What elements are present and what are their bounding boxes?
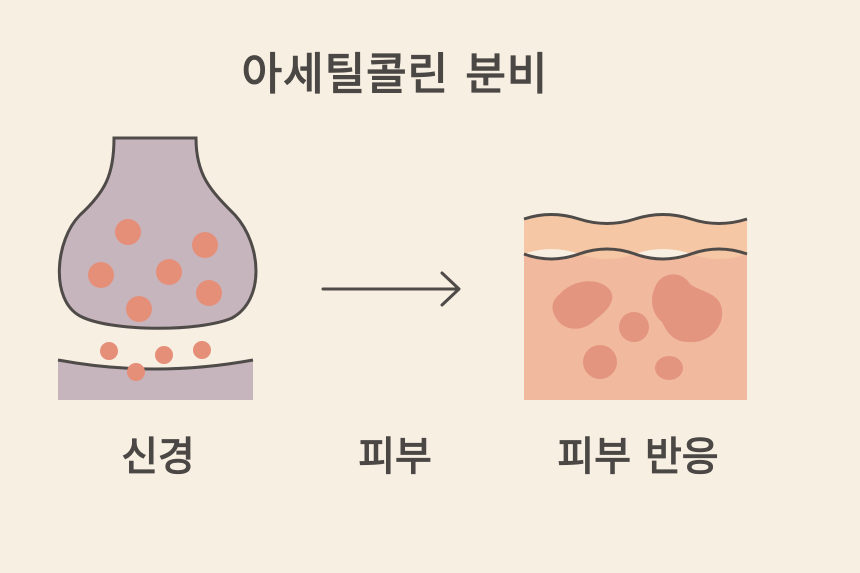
skin-block bbox=[523, 213, 748, 400]
membrane-outline bbox=[57, 358, 254, 371]
molecule bbox=[193, 341, 211, 359]
molecule bbox=[100, 342, 118, 360]
arrow-right-icon bbox=[321, 271, 461, 307]
vesicle bbox=[126, 296, 152, 322]
skin-surface-line bbox=[523, 213, 748, 225]
skin-lesion bbox=[619, 312, 649, 342]
molecule bbox=[127, 363, 145, 381]
skin-lesion bbox=[583, 345, 617, 379]
postsynaptic-membrane bbox=[58, 360, 253, 400]
skin-lesion bbox=[652, 274, 723, 343]
nerve-label: 신경 bbox=[121, 434, 195, 480]
vesicle bbox=[192, 232, 218, 258]
skin-lesion bbox=[552, 281, 613, 329]
diagram-title: 아세틸콜린 분비 bbox=[241, 49, 549, 100]
skin-label: 피부 bbox=[358, 434, 432, 480]
skin-top-layer bbox=[524, 214, 747, 259]
vesicle bbox=[88, 262, 114, 288]
released-molecules bbox=[100, 341, 211, 364]
vesicle bbox=[196, 280, 222, 306]
nerve-terminal bbox=[57, 136, 258, 330]
vesicle bbox=[115, 219, 141, 245]
skin-layer-line bbox=[523, 247, 748, 261]
skin-lesion bbox=[655, 356, 683, 380]
nerve-terminal-body bbox=[57, 136, 258, 330]
vesicle bbox=[156, 259, 182, 285]
molecule bbox=[155, 346, 173, 364]
skin-reaction-label: 피부 반응 bbox=[557, 434, 719, 480]
